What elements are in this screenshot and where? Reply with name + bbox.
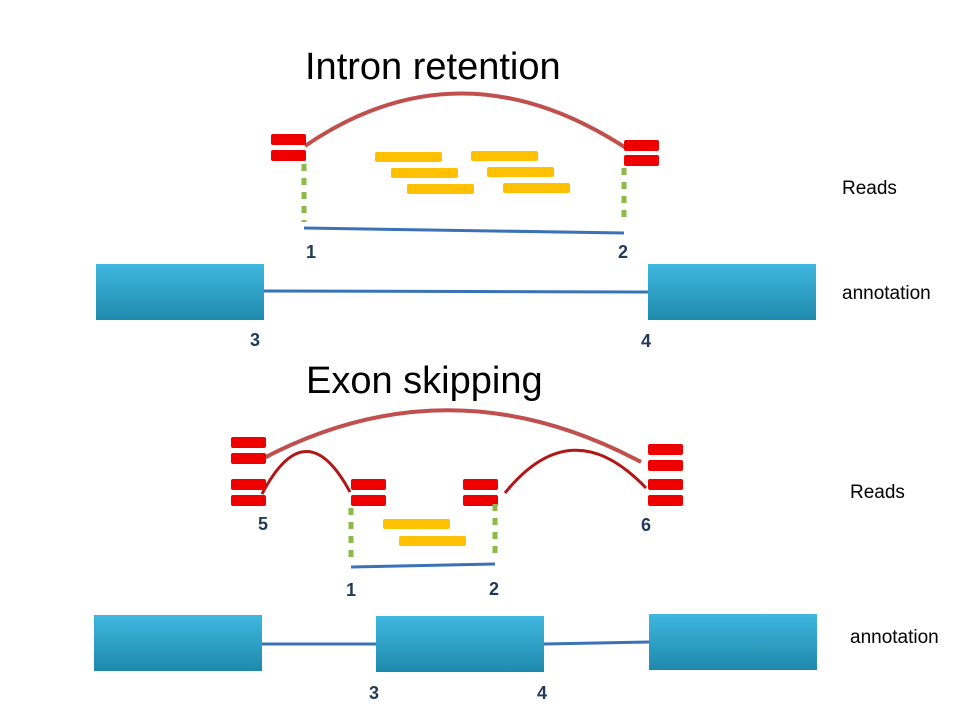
exon-right — [648, 264, 816, 320]
annotation-intron-line — [263, 289, 649, 294]
split-read-block — [271, 134, 306, 145]
exon-read — [383, 519, 450, 529]
reads-label: Reads — [842, 178, 897, 199]
split-read-block — [648, 495, 683, 506]
split-read-block — [648, 479, 683, 490]
read-number-5: 5 — [258, 514, 268, 534]
annotation-number-4: 4 — [641, 331, 651, 351]
skipping-junction-arc — [261, 408, 642, 464]
reads-label: Reads — [850, 482, 905, 503]
split-read-block — [231, 437, 266, 448]
read-number-1: 1 — [346, 580, 356, 600]
exon-middle — [376, 616, 544, 672]
intronic-read — [391, 168, 458, 178]
annotation-number-4: 4 — [537, 683, 547, 703]
intronic-read — [471, 151, 538, 161]
exon-read-line — [350, 562, 496, 569]
inclusion-junction-arc — [503, 448, 648, 494]
split-read-block — [463, 479, 498, 490]
read-number-6: 6 — [641, 515, 651, 535]
split-read-block — [231, 479, 266, 490]
annotation-number-3: 3 — [250, 330, 260, 350]
split-read-block — [624, 140, 659, 151]
split-read-block — [648, 444, 683, 455]
read-number-2: 2 — [489, 579, 499, 599]
split-read-block — [624, 155, 659, 166]
annotation-number-3: 3 — [369, 683, 379, 703]
split-read-block — [463, 495, 498, 506]
exon-skipping-title: Exon skipping — [306, 360, 543, 402]
exon-skipping-panel: Exon skipping 5 6 1 2 Reads — [94, 360, 939, 703]
intronic-read — [375, 152, 442, 162]
annotation-label: annotation — [842, 283, 931, 304]
split-read-block — [351, 479, 386, 490]
split-read-block — [351, 495, 386, 506]
exon-left — [94, 615, 262, 671]
read-number-1: 1 — [306, 242, 316, 262]
junction-arc — [303, 91, 628, 150]
annotation-intron-line — [543, 640, 650, 646]
intron-retention-panel: Intron retention 1 2 Reads annotation 3 … — [96, 46, 931, 351]
exon-read — [399, 536, 466, 546]
read-number-2: 2 — [618, 242, 628, 262]
intronic-read — [487, 167, 554, 177]
intronic-read — [407, 184, 474, 194]
intronic-read — [503, 183, 570, 193]
split-read-block — [231, 453, 266, 464]
exon-right — [649, 614, 817, 670]
intron-retention-title: Intron retention — [305, 46, 561, 88]
split-read-block — [648, 460, 683, 471]
split-read-block — [231, 495, 266, 506]
exon-left — [96, 264, 264, 320]
intron-line — [303, 226, 625, 235]
inclusion-junction-arc — [260, 450, 352, 495]
annotation-label: annotation — [850, 627, 939, 648]
split-read-block — [271, 150, 306, 161]
